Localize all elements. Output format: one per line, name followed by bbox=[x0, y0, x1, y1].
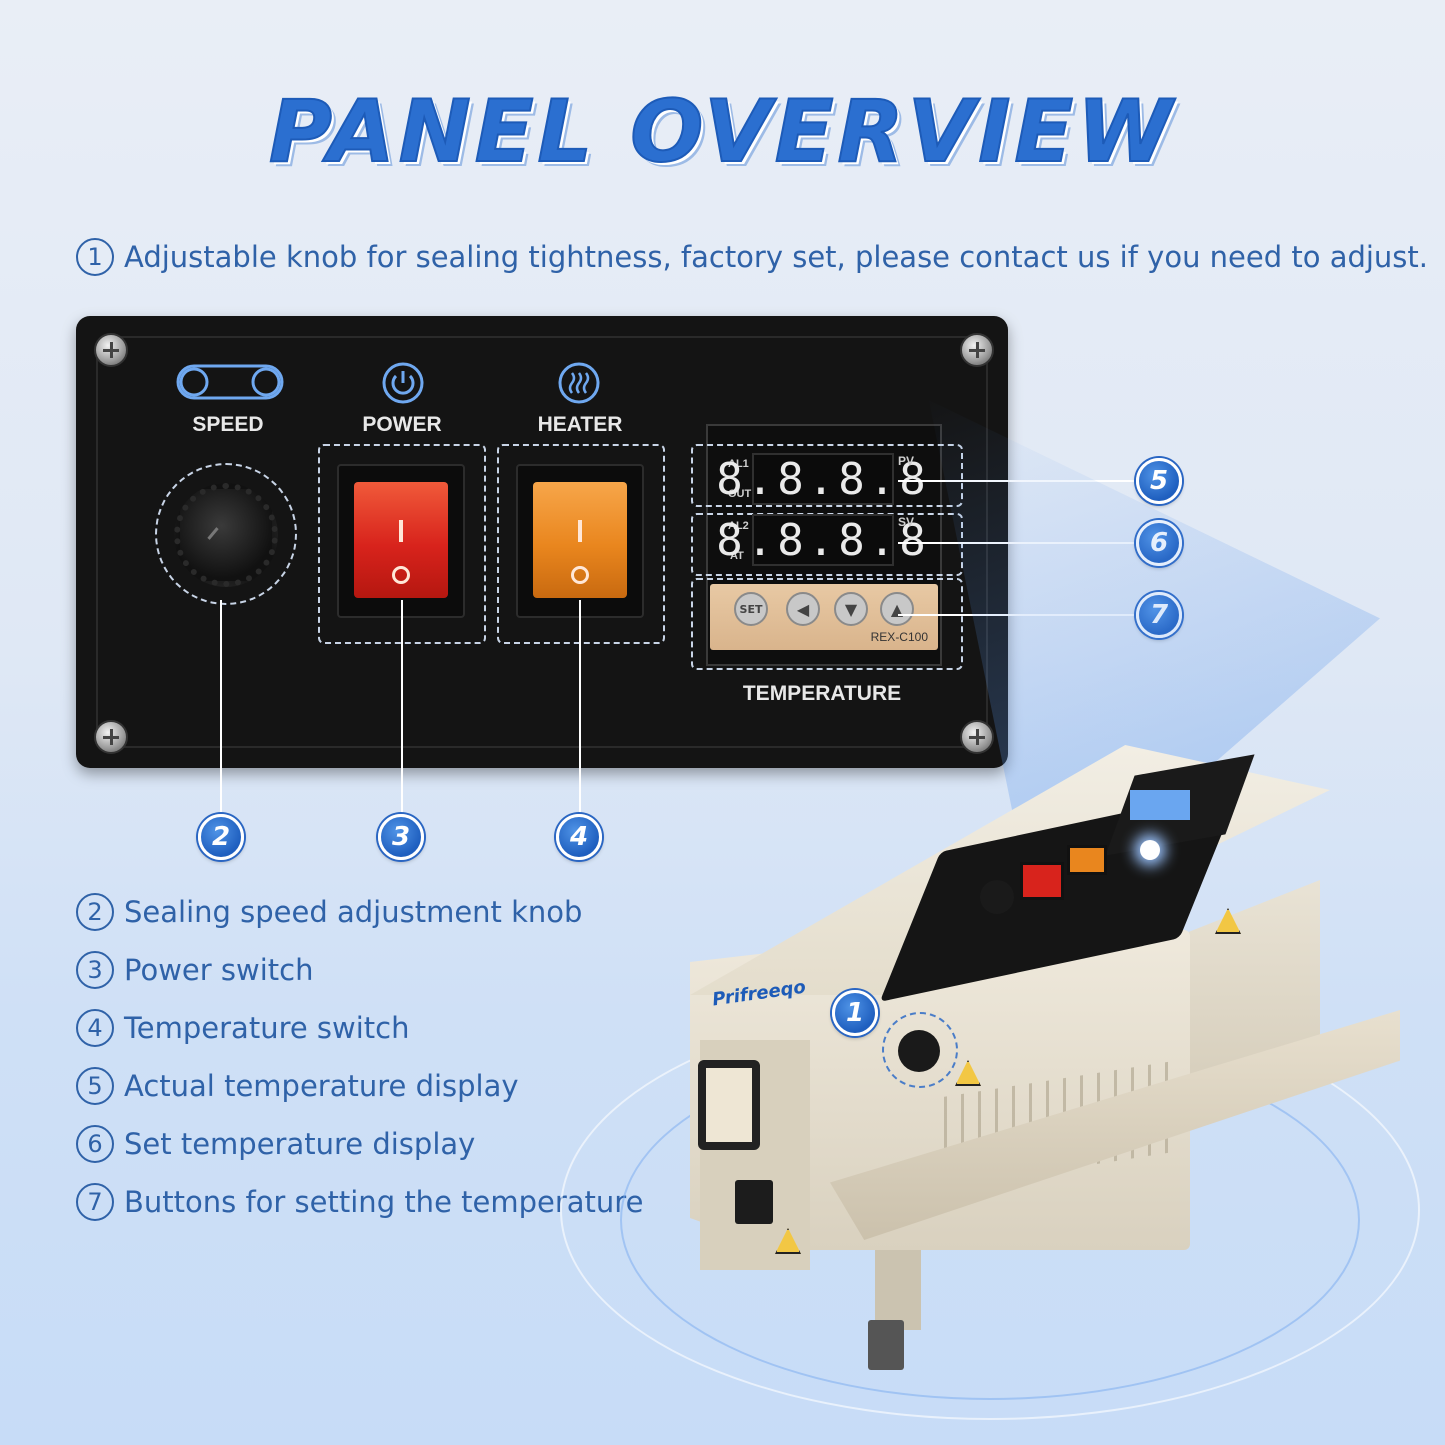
pv-display: 8.8.8.8 bbox=[716, 453, 930, 505]
power-port-icon bbox=[735, 1180, 773, 1224]
pv-highlight bbox=[691, 444, 963, 507]
list-item-text: Temperature switch bbox=[124, 1011, 410, 1045]
number-circle: 3 bbox=[76, 951, 114, 989]
callout-line-5 bbox=[898, 480, 1136, 482]
callout-line-6 bbox=[898, 542, 1136, 544]
callout-line-4 bbox=[579, 600, 581, 814]
buttons-highlight bbox=[691, 578, 963, 670]
badge-4: 4 bbox=[556, 814, 602, 860]
on-mark-icon bbox=[578, 520, 582, 542]
off-mark-icon bbox=[392, 566, 410, 584]
list-item-text: Sealing speed adjustment knob bbox=[124, 895, 583, 929]
shift-left-icon[interactable]: ◀ bbox=[786, 592, 820, 626]
sealer-stand bbox=[875, 1250, 921, 1330]
model-label: REX-C100 bbox=[870, 630, 928, 644]
speed-knob[interactable] bbox=[174, 483, 278, 587]
foot-icon bbox=[868, 1320, 904, 1370]
handle-icon bbox=[698, 1060, 760, 1150]
list-item-text: Set temperature display bbox=[124, 1127, 476, 1161]
badge-1: 1 bbox=[832, 990, 878, 1036]
mini-controller-screen bbox=[1130, 790, 1190, 820]
heater-icon bbox=[558, 362, 600, 404]
list-item: 2 Sealing speed adjustment knob bbox=[76, 893, 582, 931]
page-title: PANEL OVERVIEW bbox=[268, 81, 1176, 183]
heater-switch-highlight bbox=[497, 444, 665, 644]
speed-knob-highlight bbox=[155, 463, 297, 605]
set-button[interactable]: SET bbox=[734, 592, 768, 626]
number-circle: 5 bbox=[76, 1067, 114, 1105]
mini-power-switch bbox=[1020, 862, 1064, 900]
screw-icon bbox=[960, 720, 994, 754]
speed-label: SPEED bbox=[192, 413, 264, 436]
number-circle: 7 bbox=[76, 1183, 114, 1221]
tightness-knob[interactable] bbox=[898, 1030, 940, 1072]
list-item-text: Buttons for setting the temperature bbox=[124, 1185, 644, 1219]
list-item-text: Power switch bbox=[124, 953, 314, 987]
sv-tag: SV bbox=[898, 515, 915, 529]
intro-text: Adjustable knob for sealing tightness, f… bbox=[124, 240, 1429, 274]
heater-switch[interactable] bbox=[533, 482, 627, 598]
pv-tag: PV bbox=[898, 454, 915, 468]
badge-7: 7 bbox=[1136, 592, 1182, 638]
temperature-buttons: SET ◀ ▼ ▲ REX-C100 bbox=[710, 584, 938, 650]
badge-2: 2 bbox=[198, 814, 244, 860]
on-mark-icon bbox=[399, 520, 403, 542]
speed-rollers-icon bbox=[176, 364, 284, 400]
out-tag: OUT bbox=[728, 488, 752, 500]
power-switch[interactable] bbox=[354, 482, 448, 598]
sv-display: 8.8.8.8 bbox=[716, 514, 930, 566]
off-mark-icon bbox=[571, 566, 589, 584]
tightness-knob-highlight bbox=[882, 1012, 958, 1088]
callout-line-2 bbox=[220, 600, 222, 814]
list-item-text: Actual temperature display bbox=[124, 1069, 519, 1103]
power-label: POWER bbox=[362, 413, 442, 436]
badge-6: 6 bbox=[1136, 520, 1182, 566]
callout-line-7 bbox=[898, 614, 1136, 616]
screw-icon bbox=[960, 333, 994, 367]
list-item: 3 Power switch bbox=[76, 951, 313, 989]
al1-tag: AL1 bbox=[728, 458, 749, 470]
badge-3: 3 bbox=[378, 814, 424, 860]
screw-icon bbox=[94, 333, 128, 367]
screw-icon bbox=[94, 720, 128, 754]
al2-tag: AL2 bbox=[728, 520, 749, 532]
down-arrow-icon[interactable]: ▼ bbox=[834, 592, 868, 626]
list-item: 6 Set temperature display bbox=[76, 1125, 475, 1163]
list-item: 7 Buttons for setting the temperature bbox=[76, 1183, 643, 1221]
mini-speed-knob bbox=[980, 880, 1014, 914]
heater-label: HEATER bbox=[537, 413, 623, 436]
number-circle: 1 bbox=[76, 238, 114, 276]
mini-heater-switch bbox=[1067, 845, 1107, 875]
intro-line: 1 Adjustable knob for sealing tightness,… bbox=[76, 238, 1428, 276]
callout-line-3 bbox=[401, 600, 403, 814]
list-item: 5 Actual temperature display bbox=[76, 1067, 519, 1105]
up-arrow-icon[interactable]: ▲ bbox=[880, 592, 914, 626]
badge-5: 5 bbox=[1136, 458, 1182, 504]
highlight-dot bbox=[1140, 840, 1160, 860]
list-item: 4 Temperature switch bbox=[76, 1009, 410, 1047]
power-icon bbox=[382, 362, 424, 404]
number-circle: 4 bbox=[76, 1009, 114, 1047]
at-tag: AT bbox=[730, 550, 744, 562]
temperature-label: TEMPERATURE bbox=[742, 682, 902, 705]
number-circle: 6 bbox=[76, 1125, 114, 1163]
number-circle: 2 bbox=[76, 893, 114, 931]
